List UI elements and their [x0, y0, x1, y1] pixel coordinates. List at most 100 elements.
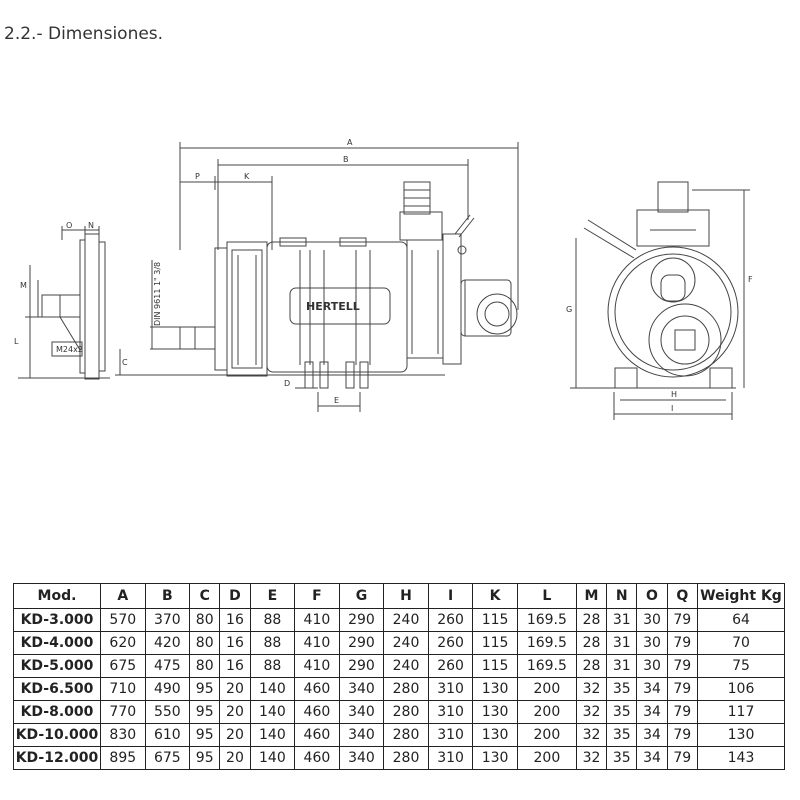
label-i: I	[671, 404, 673, 413]
table-cell: 410	[294, 631, 340, 655]
table-cell: 460	[294, 700, 340, 724]
table-cell: 460	[294, 746, 340, 770]
table-cell: 240	[383, 608, 429, 632]
table-cell: 140	[249, 723, 296, 747]
table-row: KD-12.000 895 675 95 20 140 460 340 280 …	[13, 746, 785, 770]
column-header: I	[427, 583, 474, 609]
table-cell: 130	[472, 700, 518, 724]
table-cell: 95	[189, 746, 221, 770]
table-cell: 32	[575, 677, 608, 701]
label-k: K	[244, 172, 250, 181]
table-row: KD-8.000 770 550 95 20 140 460 340 280 3…	[13, 700, 785, 724]
table-cell: 240	[383, 631, 429, 655]
table-cell: 410	[294, 654, 340, 678]
table-cell: 310	[427, 677, 474, 701]
model-cell: KD-3.000	[13, 608, 101, 632]
table-cell: 80	[189, 608, 221, 632]
column-header: G	[338, 583, 385, 609]
table-cell: 130	[472, 677, 518, 701]
table-cell: 290	[338, 631, 385, 655]
table-cell: 169.5	[516, 654, 577, 678]
table-cell: 340	[338, 700, 385, 724]
column-header: Weight Kg	[697, 583, 785, 609]
table-cell: 31	[606, 654, 638, 678]
table-cell: 280	[383, 723, 429, 747]
table-cell: 28	[575, 654, 608, 678]
table-cell: 88	[249, 631, 296, 655]
table-cell: 240	[383, 654, 429, 678]
model-cell: KD-6.500	[13, 677, 101, 701]
pump-dimension-drawing: A B P K O N M L M24x2 C DIN 9611 1" 3/8 …	[14, 138, 753, 420]
table-cell: 79	[666, 746, 699, 770]
label-b: B	[343, 155, 349, 164]
table-cell: 260	[427, 654, 474, 678]
label-d: D	[284, 379, 290, 388]
table-cell: 420	[144, 631, 191, 655]
table-cell: 79	[666, 700, 699, 724]
table-cell: 460	[294, 723, 340, 747]
table-cell: 34	[636, 700, 668, 724]
table-cell: 79	[666, 654, 699, 678]
column-header: F	[294, 583, 340, 609]
column-header: C	[189, 583, 221, 609]
table-cell: 34	[636, 723, 668, 747]
column-header: A	[100, 583, 146, 609]
table-cell: 830	[100, 723, 146, 747]
model-cell: KD-10.000	[13, 723, 101, 747]
table-cell: 260	[427, 608, 474, 632]
table-cell: 32	[575, 700, 608, 724]
table-cell: 79	[666, 631, 699, 655]
table-cell: 79	[666, 723, 699, 747]
table-cell: 106	[697, 677, 785, 701]
table-cell: 16	[219, 654, 251, 678]
table-cell: 115	[472, 654, 518, 678]
column-header: D	[219, 583, 251, 609]
model-cell: KD-4.000	[13, 631, 101, 655]
table-cell: 95	[189, 677, 221, 701]
table-row: KD-3.000 570 370 80 16 88 410 290 240 26…	[13, 608, 785, 632]
table-cell: 80	[189, 654, 221, 678]
table-cell: 31	[606, 631, 638, 655]
table-cell: 140	[249, 700, 296, 724]
table-cell: 115	[472, 608, 518, 632]
label-a: A	[347, 138, 353, 147]
table-cell: 550	[144, 700, 191, 724]
label-e: E	[334, 396, 339, 405]
table-cell: 16	[219, 608, 251, 632]
table-cell: 35	[606, 700, 638, 724]
table-cell: 610	[144, 723, 191, 747]
table-cell: 200	[516, 700, 577, 724]
table-cell: 28	[575, 631, 608, 655]
table-header-row: Mod. A B C D E F G H I K L M N O Q Weigh…	[13, 583, 785, 609]
table-cell: 117	[697, 700, 785, 724]
table-cell: 280	[383, 746, 429, 770]
table-row: KD-10.000 830 610 95 20 140 460 340 280 …	[13, 723, 785, 747]
table-cell: 169.5	[516, 631, 577, 655]
table-cell: 340	[338, 677, 385, 701]
table-cell: 130	[697, 723, 785, 747]
table-cell: 30	[636, 631, 668, 655]
table-cell: 280	[383, 700, 429, 724]
table-cell: 140	[249, 677, 296, 701]
table-cell: 130	[472, 723, 518, 747]
column-header: Q	[666, 583, 699, 609]
table-cell: 20	[219, 700, 251, 724]
table-cell: 370	[144, 608, 191, 632]
table-cell: 260	[427, 631, 474, 655]
table-cell: 70	[697, 631, 785, 655]
table-cell: 28	[575, 608, 608, 632]
table-cell: 169.5	[516, 608, 577, 632]
column-header: M	[575, 583, 608, 609]
column-header: Mod.	[13, 583, 101, 609]
table-cell: 130	[472, 746, 518, 770]
table-cell: 34	[636, 746, 668, 770]
table-cell: 340	[338, 746, 385, 770]
table-cell: 290	[338, 654, 385, 678]
label-thread: M24x2	[56, 345, 83, 354]
table-cell: 79	[666, 677, 699, 701]
table-cell: 88	[249, 608, 296, 632]
table-cell: 32	[575, 723, 608, 747]
table-cell: 310	[427, 723, 474, 747]
table-cell: 31	[606, 608, 638, 632]
model-cell: KD-12.000	[13, 746, 101, 770]
